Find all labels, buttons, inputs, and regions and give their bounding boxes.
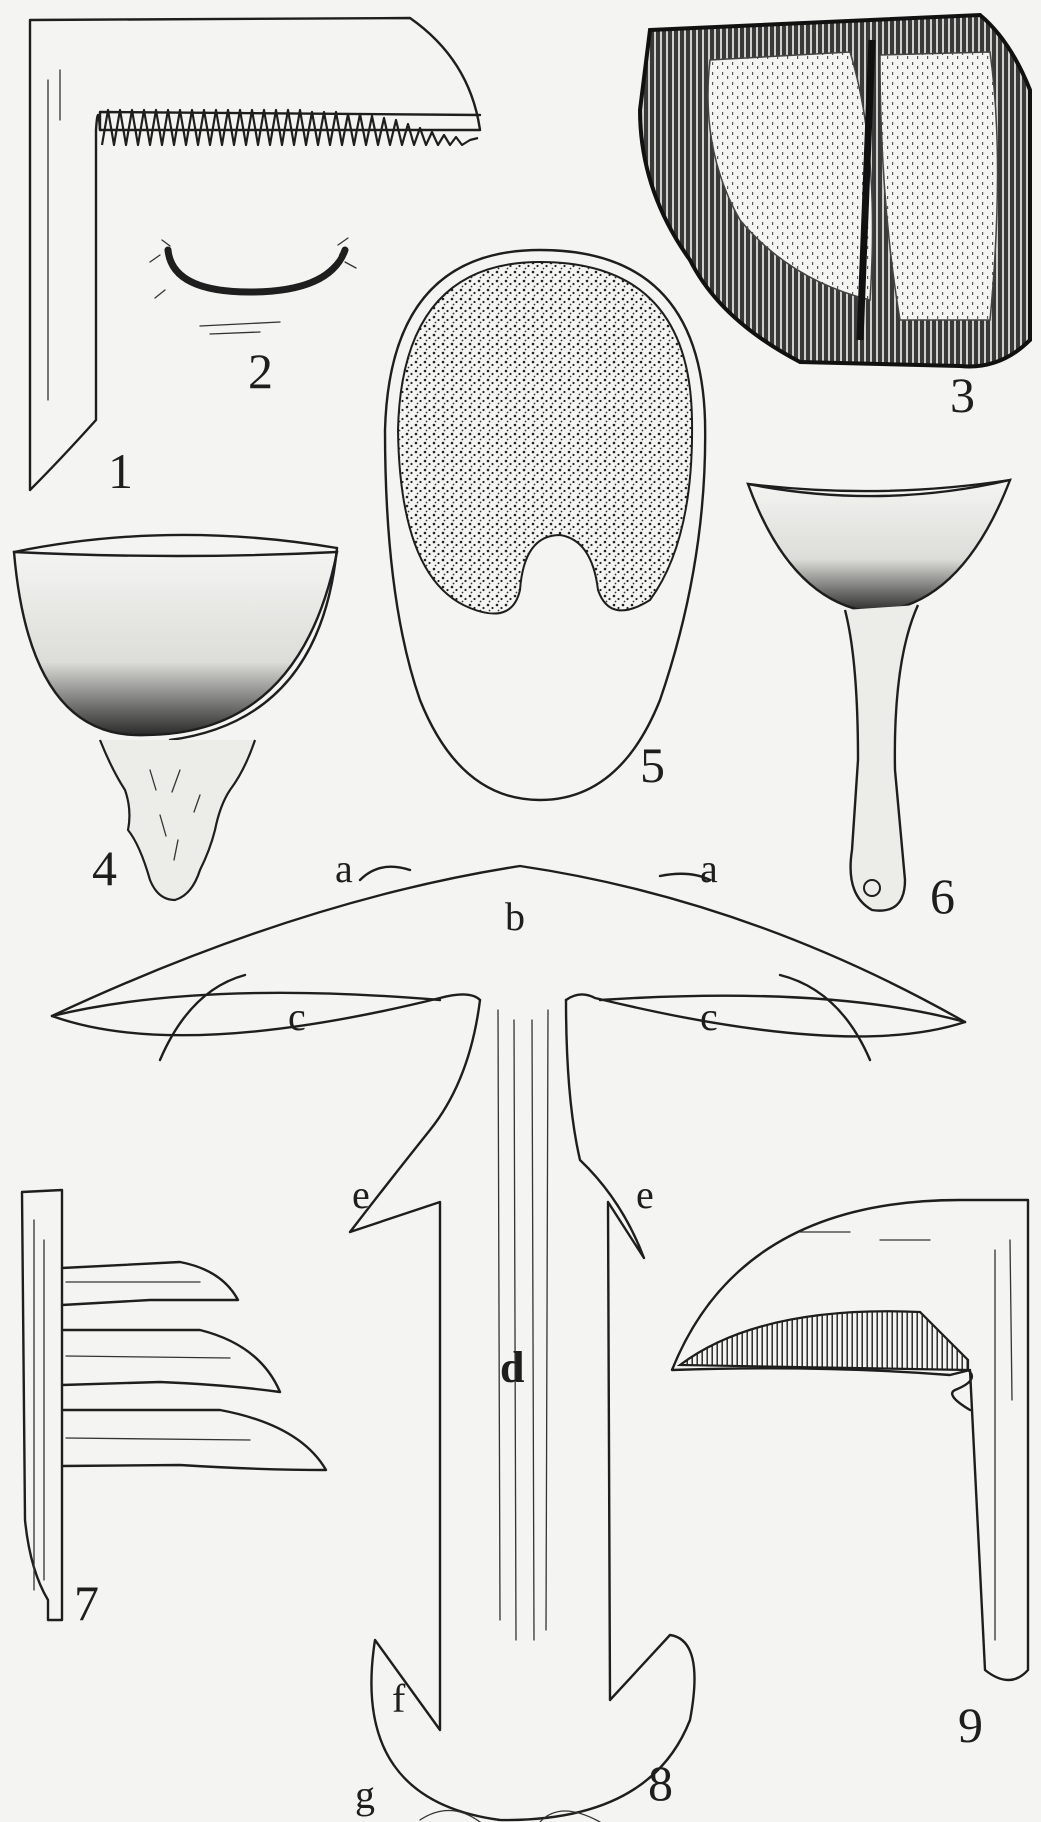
fig8-label-a-right: a [700,846,718,891]
figure-6-stalked-cup: 6 [748,480,1010,924]
fig8-label-e-right: e [636,1172,654,1217]
figure-5-sac: 5 [385,250,705,800]
figure-1-number: 1 [108,443,133,499]
fig8-label-e-left: e [352,1172,370,1217]
figure-4-cup: 4 [14,535,337,900]
figure-5-number: 5 [640,737,665,793]
figure-7-rake: 7 [22,1190,326,1631]
fig8-label-g: g [355,1772,375,1817]
figure-6-number: 6 [930,868,955,924]
figure-8-number: 8 [648,1755,673,1811]
figure-4-number: 4 [92,840,117,896]
figure-2-curved-piece: 2 [150,238,356,399]
fig8-label-c-right: c [700,994,718,1039]
fig8-label-d: d [500,1343,524,1392]
fig8-label-f: f [392,1676,406,1721]
fig8-label-c-left: c [288,994,306,1039]
figure-9-number: 9 [958,1697,983,1753]
figure-7-number: 7 [74,1575,99,1631]
figure-2-number: 2 [248,343,273,399]
fig8-label-a-left: a [335,846,353,891]
fig8-label-b: b [505,894,525,939]
figure-3-number: 3 [950,367,975,423]
figure-9-hook: 9 [672,1200,1028,1753]
